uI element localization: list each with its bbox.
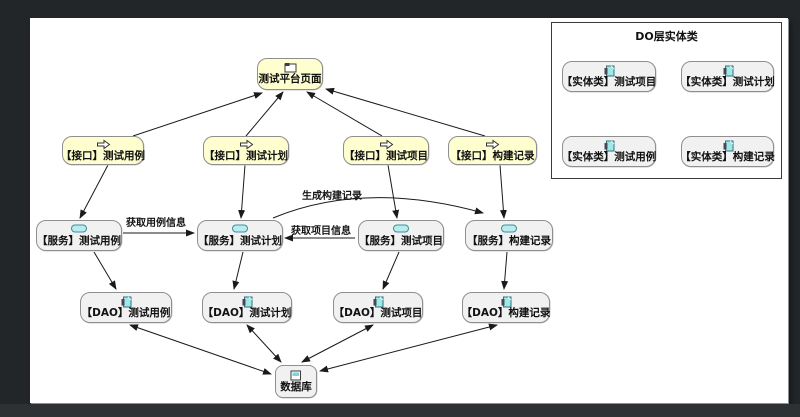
class-icon [241,296,253,308]
class-icon [722,65,734,77]
node-label: 【接口】测试项目 [344,149,428,162]
node-service-build-record: 【服务】构建记录 [465,220,553,251]
node-entity-test-plan: 【实体类】测试计划 [680,61,775,92]
node-label: 【DAO】测试项目 [333,306,423,319]
pill-icon [393,224,409,235]
node-dao-test-case: 【DAO】测试用例 [80,292,172,323]
class-icon [603,140,615,152]
node-entity-build-record: 【实体类】构建记录 [680,136,775,167]
node-label: 【DAO】测试用例 [81,306,171,319]
node-label: 【实体类】测试项目 [561,75,657,88]
node-dao-test-plan: 【DAO】测试计划 [202,292,292,323]
entity-panel-title: DO层实体类 [635,30,698,43]
node-label: 【实体类】测试计划 [680,75,775,88]
node-label: 【接口】构建记录 [450,149,535,162]
node-label: 【服务】测试计划 [198,234,282,247]
pill-icon [501,224,517,235]
class-icon [603,65,615,77]
node-api-build-record: 【接口】构建记录 [448,136,537,165]
node-service-test-project: 【服务】测试项目 [358,220,444,251]
pill-icon [232,224,248,235]
node-label: 测试平台页面 [258,73,322,86]
diagram-canvas: 测试平台页面 【接口】测试用例 【接口】测试计划 【接口】测试项目 【接口】构建… [30,18,788,403]
diagram-edges [79,87,509,375]
class-icon [120,296,132,308]
node-label: 【服务】构建记录 [467,234,551,247]
node-api-test-case: 【接口】测试用例 [61,136,145,165]
node-label: 【接口】测试计划 [204,149,288,162]
node-label: 【服务】测试项目 [359,234,443,247]
pill-icon [71,224,87,235]
node-dao-build-record: 【DAO】构建记录 [462,292,550,323]
node-label: 【DAO】构建记录 [461,306,551,319]
arrow-icon [485,139,500,150]
window-icon [284,62,297,73]
node-dao-test-project: 【DAO】测试项目 [333,292,423,323]
edge-label-generate-build-record: 生成构建记录 [302,191,362,202]
node-database: 数据库 [275,365,317,398]
arrow-icon [239,139,254,150]
table-icon [290,370,302,381]
edge-label-get-case-info: 获取用例信息 [126,218,186,229]
node-service-test-plan: 【服务】测试计划 [197,220,283,251]
node-entity-test-project: 【实体类】测试项目 [562,61,656,92]
node-label: 数据库 [280,380,312,393]
class-icon [500,296,512,308]
arrow-icon [379,139,394,150]
class-icon [722,140,734,152]
node-api-test-project: 【接口】测试项目 [343,136,429,165]
node-label: 【接口】测试用例 [61,149,145,162]
node-label: 【服务】测试用例 [37,234,121,247]
class-icon [372,296,384,308]
edge-label-get-project-info: 获取项目信息 [291,226,351,237]
node-label: 【实体类】构建记录 [680,150,775,163]
node-label: 【实体类】测试用例 [561,150,657,163]
entity-panel: DO层实体类 【实体类】测试项目 【实体类】测试计划 【实体类】测试用例 【实体… [551,22,782,179]
arrow-icon [96,139,111,150]
window-bottom-band [0,404,800,417]
node-test-platform-page: 测试平台页面 [257,58,323,90]
node-service-test-case: 【服务】测试用例 [36,220,122,251]
node-entity-test-case: 【实体类】测试用例 [562,136,656,167]
node-label: 【DAO】测试计划 [202,306,292,319]
node-api-test-plan: 【接口】测试计划 [203,136,289,165]
